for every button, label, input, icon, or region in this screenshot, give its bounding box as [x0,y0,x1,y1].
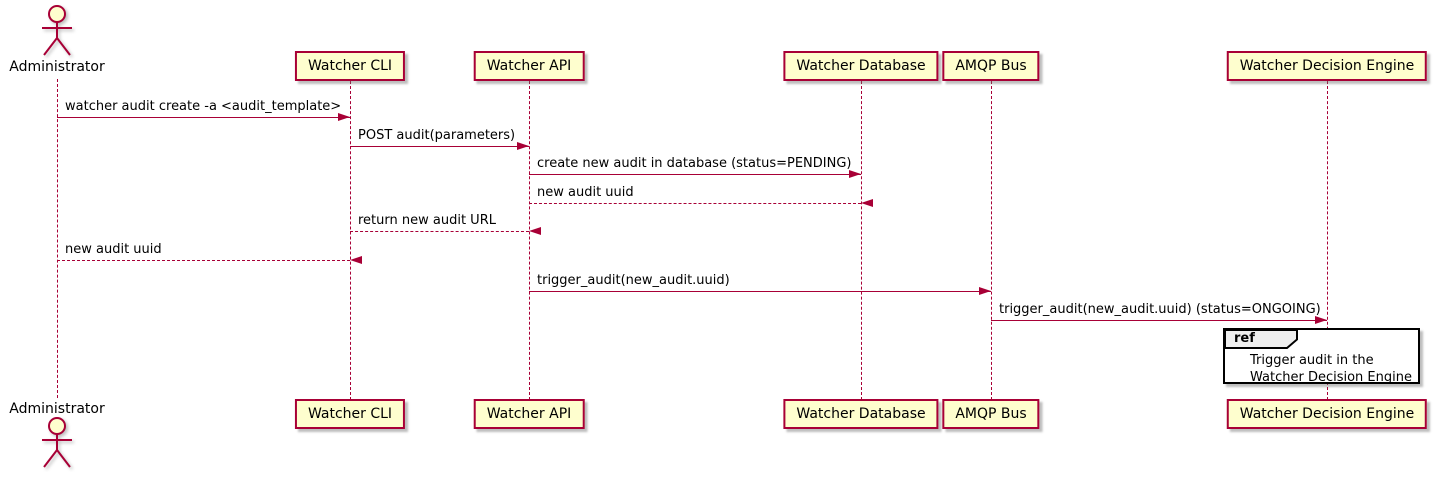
arrowhead-8 [1315,316,1327,324]
message-label-8: trigger_audit(new_audit.uuid) (status=ON… [999,302,1321,317]
lifeline-watcher-api [528,81,530,400]
message-label-5: return new audit URL [358,213,496,228]
participant-top-watcher-cli: Watcher CLI [294,51,406,81]
message-line-5 [350,231,529,232]
participant-bottom-amqp-bus: AMQP Bus [942,399,1040,429]
message-label-6: new audit uuid [65,242,162,257]
arrowhead-4 [861,199,873,207]
arrowhead-2 [517,142,529,150]
participant-top-amqp-bus: AMQP Bus [942,51,1040,81]
message-label-3: create new audit in database (status=PEN… [537,156,852,171]
participant-bottom-watcher-cli: Watcher CLI [294,399,406,429]
ref-text-line: Watcher Decision Engine [1250,370,1412,385]
message-line-8 [991,320,1327,321]
participant-bottom-watcher-api: Watcher API [473,399,585,429]
message-label-2: POST audit(parameters) [358,128,516,143]
participant-top-watcher-decision-engine: Watcher Decision Engine [1226,51,1428,81]
message-label-7: trigger_audit(new_audit.uuid) [537,273,730,288]
actor-figure-top-administrator [35,4,79,62]
participant-top-watcher-api: Watcher API [473,51,585,81]
actor-figure-bottom-administrator [35,416,79,474]
arrowhead-6 [350,256,362,264]
ref-text-line: Trigger audit in the [1250,353,1374,368]
lifeline-watcher-database [860,81,862,400]
message-line-4 [529,203,861,204]
arrowhead-1 [338,113,350,121]
participant-bottom-watcher-decision-engine: Watcher Decision Engine [1226,399,1428,429]
message-label-1: watcher audit create -a <audit_template> [65,99,342,114]
ref-keyword: ref [1234,331,1255,346]
participant-top-watcher-database: Watcher Database [783,51,939,81]
ref-header-pentagon [1224,329,1300,355]
message-line-1 [57,117,350,118]
message-label-4: new audit uuid [537,185,634,200]
message-line-7 [529,291,991,292]
participant-bottom-watcher-database: Watcher Database [783,399,939,429]
stick-figure-icon [42,417,72,468]
lifeline-watcher-cli [349,81,351,400]
lifeline-watcher-decision-engine [1326,81,1328,400]
stick-figure-icon [42,5,72,56]
message-line-3 [529,174,861,175]
participant-label-bottom-administrator: Administrator [9,401,105,417]
message-line-2 [350,146,529,147]
lifeline-administrator [56,79,58,398]
message-line-6 [57,260,350,261]
arrowhead-7 [979,287,991,295]
arrowhead-5 [529,227,541,235]
arrowhead-3 [849,170,861,178]
participant-label-top-administrator: Administrator [9,59,105,75]
lifeline-amqp-bus [990,81,992,400]
